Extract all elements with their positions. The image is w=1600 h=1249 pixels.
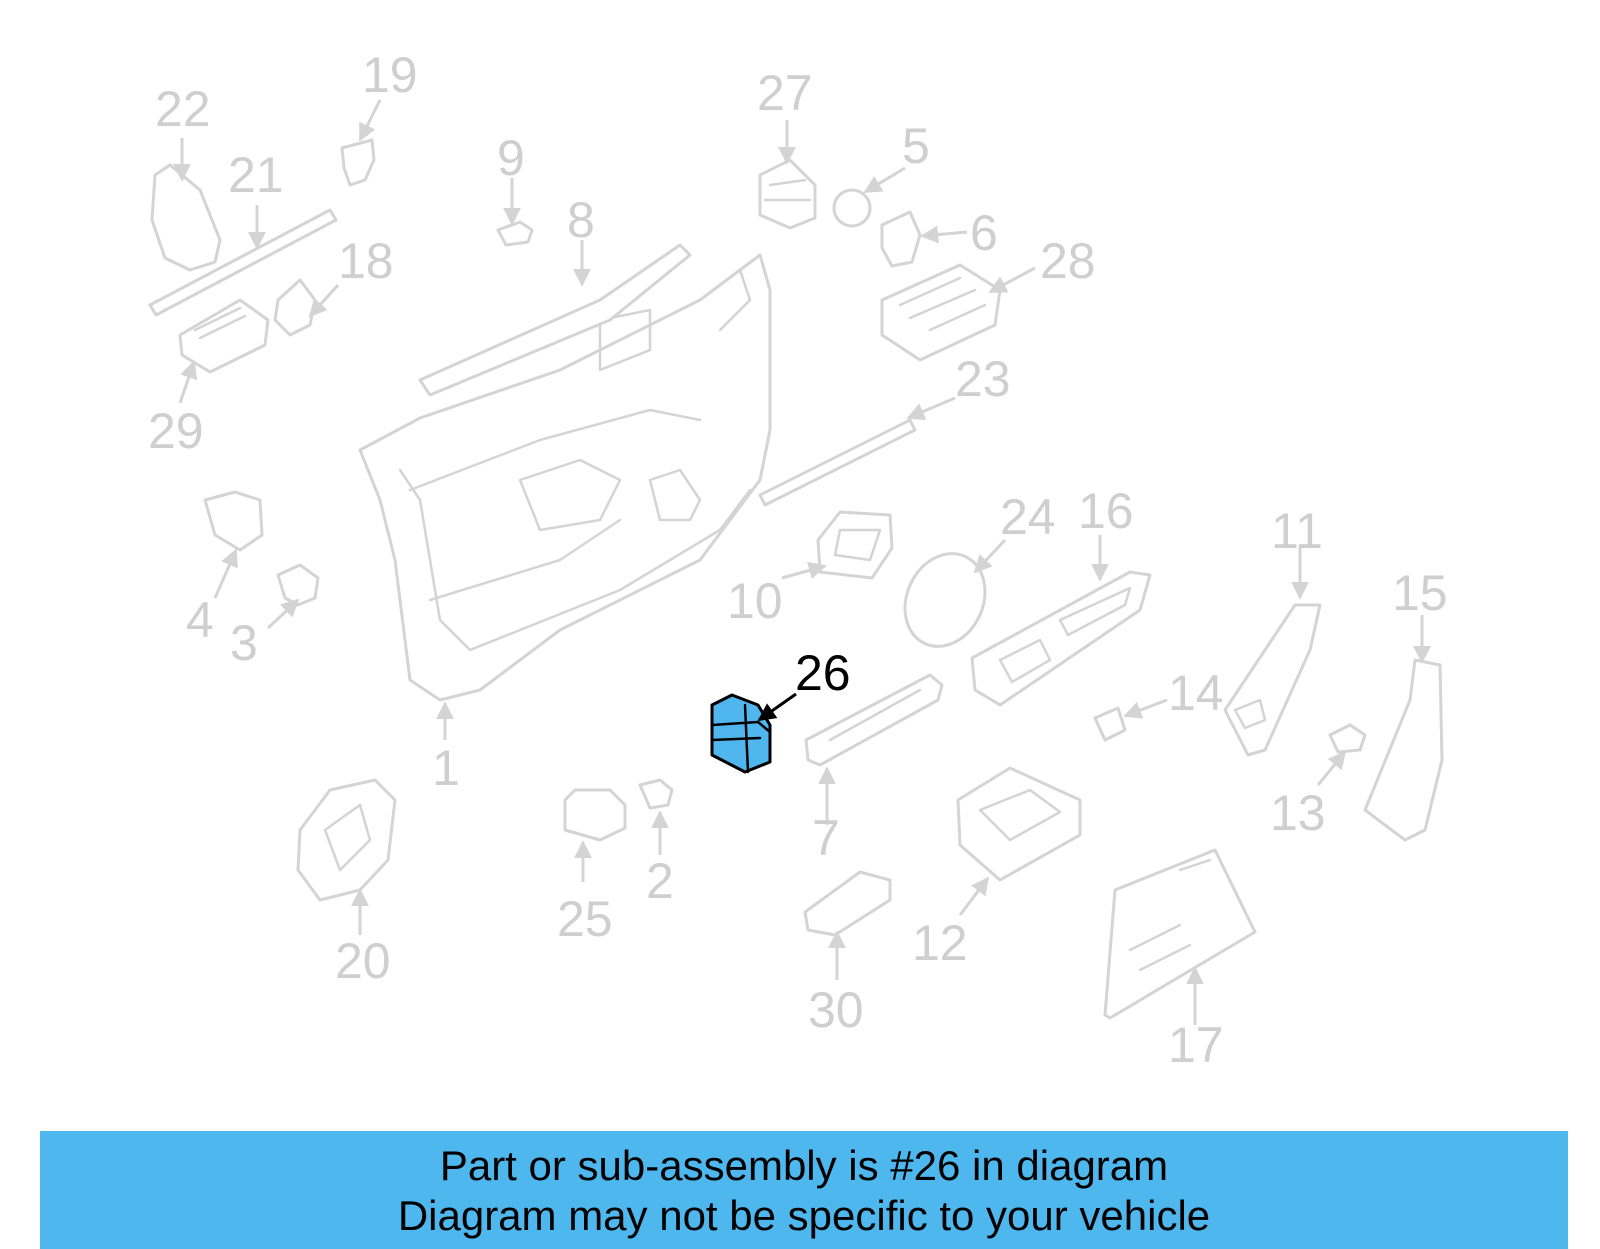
part-20-speaker-bracket [296,778,397,902]
callout-12: 12 [912,915,968,971]
part-22-trim [150,163,222,272]
part-13-clip [1328,723,1367,754]
callout-2: 2 [646,853,674,909]
callout-8: 8 [567,192,595,248]
callout-14: 14 [1168,665,1224,721]
part-14-clip [1093,706,1127,742]
part-23-strip [758,418,917,507]
part-26-switch-highlighted [710,693,772,774]
callout-labels: 1 2 3 4 5 6 7 8 9 10 11 12 13 14 15 16 1… [148,47,1448,1073]
part-12-housing [956,766,1082,882]
callout-7: 7 [812,810,840,866]
callout-28: 28 [1040,233,1096,289]
part-19-clip [340,138,376,187]
banner-line-2: Diagram may not be specific to your vehi… [397,1192,1211,1239]
part-5-knob [832,188,872,228]
part-24-seal [903,552,987,648]
callout-20: 20 [335,933,391,989]
leader-lines [173,99,1431,1025]
callout-19: 19 [362,47,418,103]
callout-16: 16 [1078,483,1134,539]
callout-26: 26 [795,645,851,701]
callout-13: 13 [1270,785,1326,841]
part-15-trim [1363,658,1444,842]
callout-10: 10 [727,573,783,629]
callout-18: 18 [338,233,394,289]
part-21-rail [148,208,338,317]
part-9-clip [496,220,534,247]
part-2-screw [638,778,674,810]
callout-21: 21 [228,147,284,203]
part-17-panel [1103,848,1257,1020]
callout-30: 30 [808,982,864,1038]
callout-25: 25 [557,891,613,947]
part-8-molding [418,243,692,397]
callout-27: 27 [757,65,813,121]
callout-29: 29 [148,403,204,459]
part-16-armrest [970,570,1152,707]
part-3-fastener [276,563,320,607]
part-28-switch-panel [880,263,1002,362]
callout-11: 11 [1271,503,1323,559]
part-18-clip [273,278,317,337]
part-27-switch [758,158,817,230]
part-6-bracket [880,210,922,268]
part-10-bracket [816,510,894,580]
callout-1: 1 [432,740,460,796]
part-4-bracket [203,490,264,552]
callout-15: 15 [1392,565,1448,621]
part-1-door-panel [358,253,772,702]
part-11-handle [1223,603,1322,757]
info-banner: Part or sub-assembly is #26 in diagram D… [40,1131,1568,1249]
callout-9: 9 [497,130,525,186]
part-30-bezel [803,870,892,937]
callout-3: 3 [230,615,258,671]
callout-4: 4 [186,592,214,648]
part-29-switch [178,298,270,374]
callout-24: 24 [1000,489,1056,545]
banner-line-1: Part or sub-assembly is #26 in diagram [439,1142,1169,1189]
callout-17: 17 [1168,1017,1224,1073]
part-7-pull-handle [804,673,944,767]
callout-6: 6 [970,205,998,261]
callout-5: 5 [902,118,930,174]
part-25-knob [563,788,627,842]
callout-23: 23 [955,351,1011,407]
callout-22: 22 [155,81,211,137]
